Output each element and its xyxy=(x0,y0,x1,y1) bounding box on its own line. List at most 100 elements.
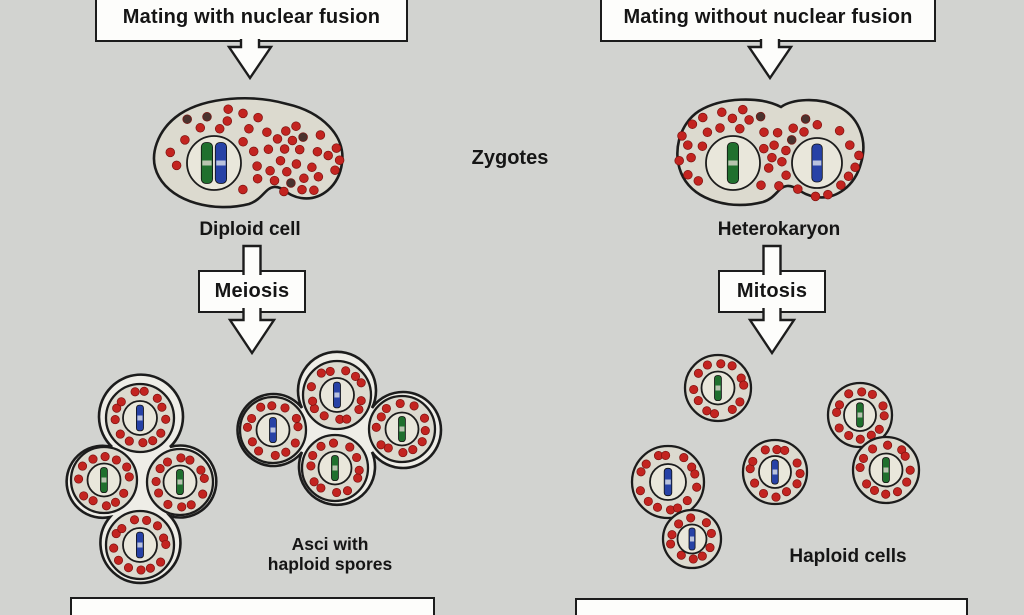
cytoplasm-dot xyxy=(142,515,152,525)
cytoplasm-dot xyxy=(750,478,760,488)
cytoplasm-dot xyxy=(281,447,291,457)
ascus-2-spore xyxy=(301,359,373,431)
cytoplasm-dot xyxy=(892,487,903,497)
cytoplasm-dot xyxy=(756,180,766,190)
cytoplasm-dot xyxy=(792,479,802,489)
cytoplasm-dot xyxy=(376,412,386,422)
cytoplasm-dot xyxy=(157,402,167,412)
nucleus xyxy=(186,135,242,191)
cytoplasm-dot xyxy=(698,112,708,123)
cytoplasm-dot xyxy=(799,127,809,137)
cytoplasm-dot xyxy=(185,455,195,465)
cytoplasm-dot xyxy=(111,455,121,465)
cytoplasm-dot xyxy=(844,389,854,399)
cytoplasm-dot xyxy=(652,502,663,512)
cytoplasm-dot xyxy=(156,428,166,438)
cytoplasm-dot xyxy=(755,111,766,122)
asci-label-line1: Asci with xyxy=(291,534,369,554)
cytoplasm-dot xyxy=(868,444,878,454)
cytoplasm-dot xyxy=(735,397,745,407)
cytoplasm-dot xyxy=(195,123,206,133)
cytoplasm-dot xyxy=(252,173,263,184)
cytoplasm-dot xyxy=(689,384,699,395)
cytoplasm-dot xyxy=(748,456,758,466)
cytoplasm-dot xyxy=(727,361,737,371)
cytoplasm-dot xyxy=(130,387,140,397)
cytoplasm-dot xyxy=(306,461,316,471)
cytoplasm-dot xyxy=(123,563,134,573)
cytoplasm-dot xyxy=(315,130,326,140)
haploid-cell xyxy=(741,438,809,506)
meiosis-box: Meiosis xyxy=(198,270,306,313)
cytoplasm-dot xyxy=(795,468,805,479)
cytoplasm-dot xyxy=(290,438,300,448)
cytoplasm-dot xyxy=(248,146,259,157)
cytoplasm-dot xyxy=(812,120,823,130)
cytoplasm-dot xyxy=(780,445,790,455)
cytoplasm-dot xyxy=(381,403,391,414)
centromere-band xyxy=(665,479,671,485)
cytoplasm-dot xyxy=(242,422,253,432)
cytoplasm-dot xyxy=(781,170,791,181)
bottom-right-box-partial xyxy=(575,598,968,615)
cytoplasm-dot xyxy=(774,181,784,191)
cytoplasm-dot xyxy=(148,436,158,446)
cytoplasm-dot xyxy=(350,371,361,381)
cytoplasm-dot xyxy=(152,393,162,403)
meiosis-label: Meiosis xyxy=(214,280,290,302)
centromere-band xyxy=(399,426,405,432)
cytoplasm-dot xyxy=(281,126,291,136)
cytoplasm-dot xyxy=(727,113,738,124)
cytoplasm-dot xyxy=(287,135,298,146)
cytoplasm-dot xyxy=(154,488,164,498)
cytoplasm-dot xyxy=(845,140,855,150)
cytoplasm-dot xyxy=(354,404,364,415)
cytoplasm-dot xyxy=(706,528,716,538)
cytoplasm-dot xyxy=(879,411,889,421)
heterokaryon-label: Heterokaryon xyxy=(717,219,841,240)
cytoplasm-dot xyxy=(739,380,749,390)
cytoplasm-dot xyxy=(777,156,787,167)
cytoplasm-dot xyxy=(202,112,212,122)
heterokaryon-figure xyxy=(674,98,865,207)
cytoplasm-dot xyxy=(850,162,860,173)
cytoplasm-dot xyxy=(420,426,430,436)
asci-label-line2: haploid spores xyxy=(267,554,393,574)
cytoplasm-dot xyxy=(398,448,408,458)
cytoplasm-dot xyxy=(636,467,646,477)
cytoplasm-dot xyxy=(760,445,770,455)
cytoplasm-dot xyxy=(874,424,884,434)
cytoplasm-dot xyxy=(836,180,846,190)
cytoplasm-dot xyxy=(308,396,318,406)
cytoplasm-dot xyxy=(792,458,802,468)
cytoplasm-dot xyxy=(196,465,206,475)
cytoplasm-dot xyxy=(214,124,225,134)
centromere-band xyxy=(216,160,226,166)
cytoplasm-dot xyxy=(679,453,689,463)
centromere-band xyxy=(270,427,276,433)
cytoplasm-dot xyxy=(693,396,703,406)
centromere-band xyxy=(334,392,340,398)
cytoplasm-dot xyxy=(717,107,727,118)
cytoplasm-dot xyxy=(862,479,872,489)
cytoplasm-dot xyxy=(88,454,98,464)
cytoplasm-dot xyxy=(267,401,277,411)
cytoplasm-dot xyxy=(702,406,712,416)
ascus-2-spore xyxy=(367,394,437,464)
cytoplasm-dot xyxy=(286,178,296,188)
cytoplasm-dot xyxy=(854,150,864,161)
ascus-1-spore xyxy=(104,509,176,581)
cytoplasm-dot xyxy=(772,127,783,138)
cytoplasm-dot xyxy=(199,473,209,483)
cytoplasm-dot xyxy=(332,487,342,498)
ascus-2-spore xyxy=(238,395,308,465)
cytoplasm-dot xyxy=(291,121,301,131)
cytoplasm-dot xyxy=(345,442,355,452)
cytoplasm-dot xyxy=(881,489,891,499)
centromere-band xyxy=(812,160,822,166)
cytoplasm-dot xyxy=(308,450,318,461)
mating-with-nuclear-fusion-box: Mating with nuclear fusion xyxy=(95,0,408,42)
ascus-2-spore xyxy=(300,433,370,503)
cytoplasm-dot xyxy=(682,496,692,506)
cytoplasm-dot xyxy=(677,131,687,141)
